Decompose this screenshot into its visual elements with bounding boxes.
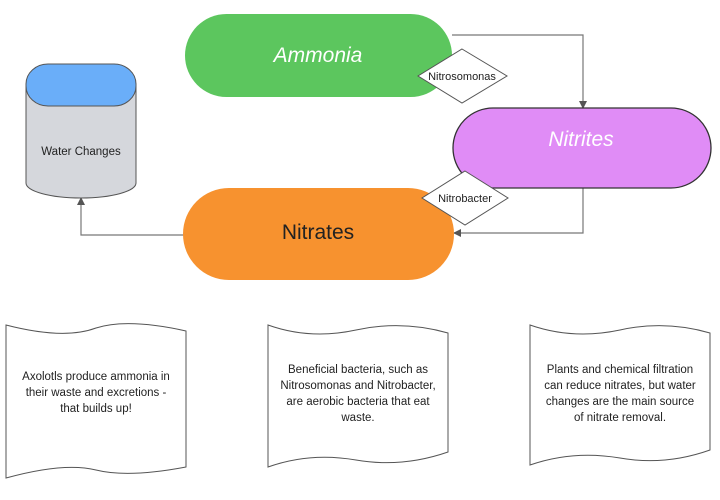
ammonia-to-nitrites-connector	[452, 34, 587, 109]
nitrosomonas-label: Nitrosomonas	[428, 71, 496, 83]
cylinder-top	[25, 63, 137, 107]
note-line: can reduce nitrates, but water	[544, 380, 696, 392]
note-line: that builds up!	[60, 403, 132, 415]
nitrites-label: Nitrites	[548, 128, 614, 151]
note-line: are aerobic bacteria that eat	[286, 396, 430, 408]
ammonia-label: Ammonia	[272, 44, 363, 67]
nitrates-label: Nitrates	[282, 221, 354, 244]
nitrites-node: Nitrites	[452, 107, 712, 189]
nitrates-pill	[183, 188, 454, 280]
note-ammonia-text: Axolotls produce ammonia in their waste a…	[22, 371, 170, 415]
ammonia-pill	[185, 14, 452, 97]
nitrates-node: Nitrates	[183, 188, 454, 280]
note-line: of nitrate removal.	[574, 412, 666, 424]
note-line: waste.	[340, 412, 374, 424]
note-bacteria: Beneficial bacteria, such as Nitrosomonas…	[267, 324, 449, 468]
nitrobacter-label: Nitrobacter	[438, 193, 492, 205]
note-bacteria-text: Beneficial bacteria, such as Nitrosomonas…	[280, 364, 435, 424]
nitrites-pill	[452, 107, 712, 189]
note-line: Plants and chemical filtration	[547, 364, 693, 376]
note-line: Axolotls produce ammonia in	[22, 371, 170, 383]
note-removal-text: Plants and chemical filtration can reduce…	[544, 364, 696, 424]
nitrosomonas-diamond: Nitrosomonas	[417, 48, 508, 104]
note-line: their waste and excretions -	[26, 387, 167, 399]
note-line: Beneficial bacteria, such as	[288, 364, 428, 376]
note-line: changes are the main source	[546, 396, 694, 408]
nitrites-to-nitrates-connector	[453, 188, 584, 237]
cylinder-body	[25, 83, 137, 199]
nitrobacter-diamond: Nitrobacter	[421, 170, 509, 226]
note-line: Nitrosomonas and Nitrobacter,	[280, 380, 435, 392]
note-removal: Plants and chemical filtration can reduce…	[529, 324, 711, 466]
water-changes-cylinder: Water Changes	[25, 63, 137, 199]
water-changes-label: Water Changes	[41, 146, 121, 158]
nitrates-to-water-changes-connector	[77, 197, 185, 236]
note-ammonia: Axolotls produce ammonia in their waste a…	[5, 323, 187, 479]
ammonia-node: Ammonia	[185, 14, 452, 97]
